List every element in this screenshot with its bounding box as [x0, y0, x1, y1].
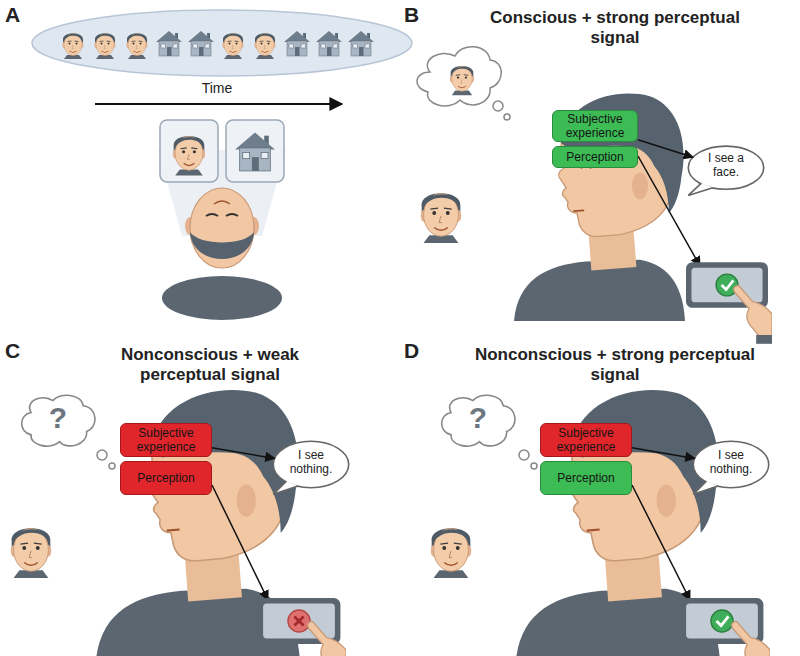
pointing-hand	[732, 622, 770, 656]
text-holder: Subjective experience	[124, 426, 208, 454]
imagined-face	[450, 66, 474, 95]
house-stimulus	[284, 31, 310, 56]
text-holder: I see nothing.	[270, 448, 352, 486]
face-card	[160, 120, 218, 182]
active-process-box: Subjective experience	[552, 110, 638, 142]
pointing-hand	[308, 622, 346, 656]
panel-title: Nonconscious + weak perceptual signal	[90, 345, 330, 385]
thought-bubble	[417, 47, 501, 106]
panel-title: Conscious + strong perceptual signal	[470, 8, 760, 48]
connector-arrow	[212, 448, 275, 459]
thought-bubble-outline	[22, 395, 95, 446]
text-holder: Perception	[557, 471, 614, 485]
thought-dot	[504, 114, 510, 120]
axis-label: Time	[177, 80, 257, 97]
connector-line	[212, 448, 275, 459]
person-profile	[514, 94, 685, 321]
box-label: Perception	[557, 471, 614, 485]
face-stimulus	[127, 33, 148, 59]
thought-dot	[519, 450, 529, 460]
inactive-process-box: Subjective experience	[540, 423, 632, 457]
response-arrow	[632, 485, 690, 600]
lying-head	[190, 188, 254, 268]
house-stimulus	[156, 31, 182, 56]
inactive-process-box: Subjective experience	[120, 423, 212, 457]
thought-dot	[531, 463, 537, 469]
connector-line	[638, 140, 693, 158]
speech-bubble-tail	[273, 481, 298, 494]
speech-text: I see nothing.	[280, 448, 342, 476]
response-button	[258, 598, 341, 644]
box-label: Subjective experience	[124, 426, 208, 454]
panel-letter: D	[404, 338, 434, 363]
connector-arrow	[638, 140, 693, 158]
box-label: Perception	[137, 471, 194, 485]
house-stimulus	[348, 31, 374, 56]
house-stimulus	[316, 31, 342, 56]
thought-dot	[493, 101, 503, 111]
active-process-box: Perception	[540, 461, 632, 495]
thought-bubble: ?	[436, 392, 520, 452]
speech-bubble: I see a face.	[685, 143, 767, 197]
connector-arrow	[632, 448, 695, 459]
speech-text: I see a face.	[695, 151, 757, 179]
speech-bubble-tail	[688, 183, 713, 195]
lying-mouth	[214, 201, 230, 204]
pointing-hand	[734, 286, 772, 344]
inactive-process-box: Perception	[120, 461, 212, 495]
active-process-box: Perception	[552, 146, 638, 168]
thought-symbol: ?	[469, 402, 487, 434]
closed-eyes	[206, 214, 238, 216]
panel-letter: A	[5, 2, 35, 27]
connector-line	[632, 448, 695, 459]
face-stimulus	[63, 33, 84, 59]
time-arrow	[95, 103, 342, 105]
house-stimulus	[188, 31, 214, 56]
speech-bubble: I see nothing.	[270, 438, 352, 496]
face-stimulus	[431, 528, 472, 578]
text-holder: Subjective experience	[556, 112, 634, 140]
text-holder: ?	[469, 402, 487, 442]
response-button	[686, 262, 768, 308]
lying-shoulders	[162, 276, 282, 320]
panel-letter: C	[5, 338, 35, 363]
box-label: Subjective experience	[556, 112, 634, 140]
box-label: Perception	[566, 150, 623, 164]
speech-bubble-outline	[693, 441, 768, 487]
face-stimulus	[95, 33, 116, 59]
text-holder: Perception	[137, 471, 194, 485]
face-stimulus	[11, 528, 52, 578]
panel-title: Nonconscious + strong perceptual signal	[470, 345, 760, 385]
thought-dot	[97, 450, 107, 460]
thought-symbol: ?	[49, 402, 67, 434]
lying-hair	[190, 232, 254, 259]
box-label: Subjective experience	[544, 426, 628, 454]
text-holder: ?	[49, 402, 67, 442]
panel-letter: B	[404, 2, 434, 27]
face-stimulus	[223, 33, 244, 59]
face-stimulus	[421, 193, 462, 243]
house-card	[226, 120, 284, 182]
speech-bubble-outline	[273, 441, 348, 487]
text-holder: Subjective experience	[544, 426, 628, 454]
response-arrow	[212, 485, 268, 600]
stimulus-sequence-ellipse	[32, 10, 412, 76]
thought-dot	[109, 463, 115, 469]
text-holder: Perception	[566, 150, 623, 164]
face-image	[173, 136, 205, 175]
speech-bubble-outline	[688, 146, 763, 189]
speech-bubble-tail	[693, 481, 718, 494]
thought-bubble-outline	[442, 395, 515, 446]
speech-text: I see nothing.	[700, 448, 762, 476]
text-holder: I see a face.	[685, 151, 767, 189]
speech-bubble: I see nothing.	[690, 438, 772, 496]
house-image	[235, 133, 275, 171]
face-stimulus	[255, 33, 276, 59]
text-holder: I see nothing.	[690, 448, 772, 486]
thought-bubble: ?	[16, 392, 100, 452]
